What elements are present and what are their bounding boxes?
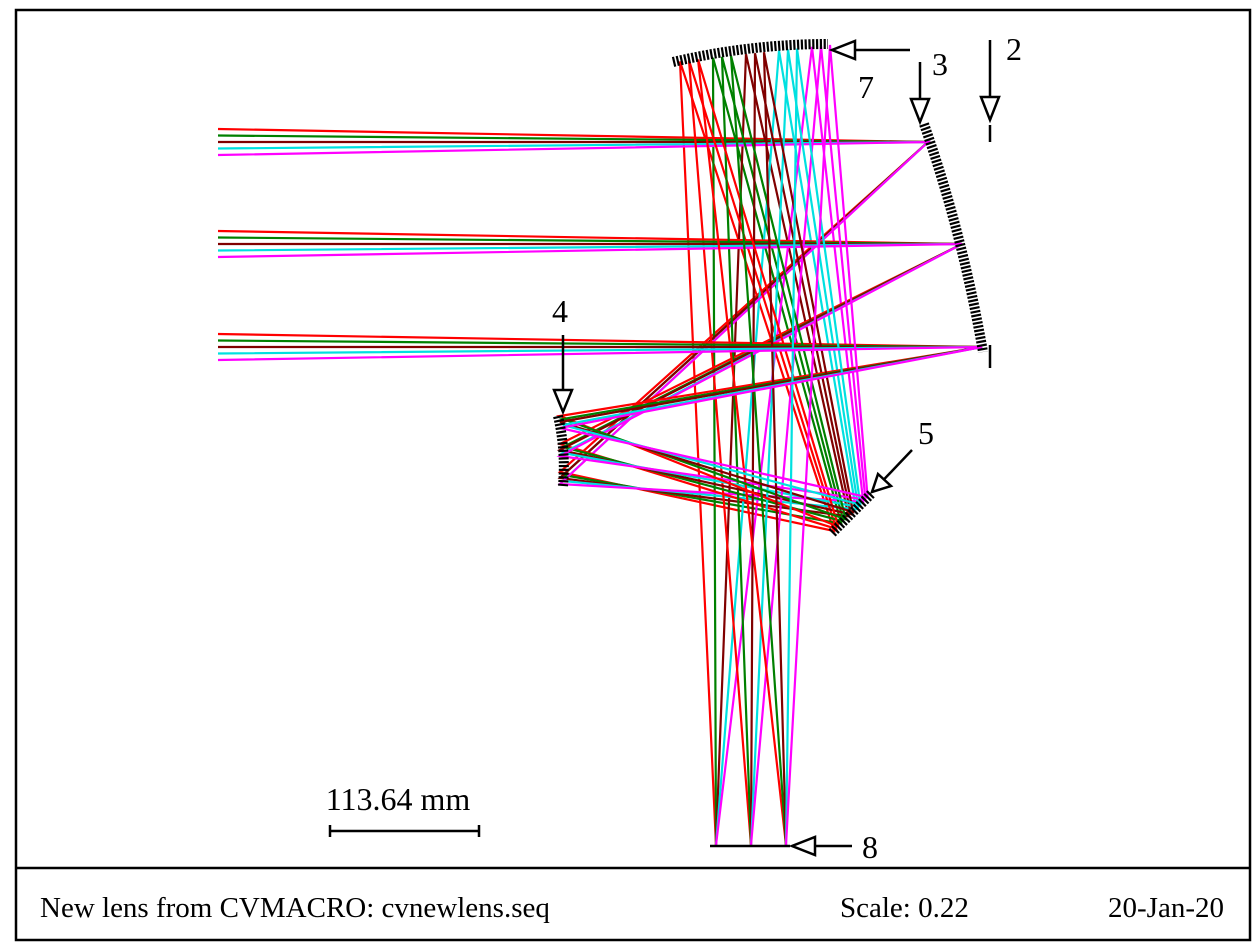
footer-scale: Scale: 0.22 <box>840 892 969 924</box>
arrow-surface-5 <box>870 449 913 494</box>
plot-frame <box>14 8 1252 942</box>
arrow-surface-2 <box>979 40 1001 124</box>
scale-bar <box>328 825 481 837</box>
scale-bar-label: 113.64 mm <box>326 781 471 817</box>
label-surface-2: 2 <box>1006 31 1022 67</box>
arrow-surface-7 <box>828 39 910 61</box>
arrow-surface-4 <box>552 335 574 416</box>
mirror-surface-5 <box>828 489 876 537</box>
arrow-surface-8 <box>788 835 852 857</box>
mirror-surface-4 <box>553 414 569 487</box>
arrow-surface-3 <box>909 62 931 126</box>
mirror-surface-3 <box>919 122 988 353</box>
label-surface-8: 8 <box>862 829 878 865</box>
ray-bundles <box>217 44 983 846</box>
footer-title: New lens from CVMACRO: cvnewlens.seq <box>40 892 550 924</box>
mirror-surface-7 <box>671 39 829 67</box>
label-surface-4: 4 <box>552 293 568 329</box>
label-surface-7: 7 <box>858 69 874 105</box>
label-surface-3: 3 <box>932 46 948 82</box>
ray-field-3-5 <box>217 44 983 846</box>
footer-date: 20-Jan-20 <box>1108 892 1224 924</box>
label-surface-5: 5 <box>918 415 934 451</box>
